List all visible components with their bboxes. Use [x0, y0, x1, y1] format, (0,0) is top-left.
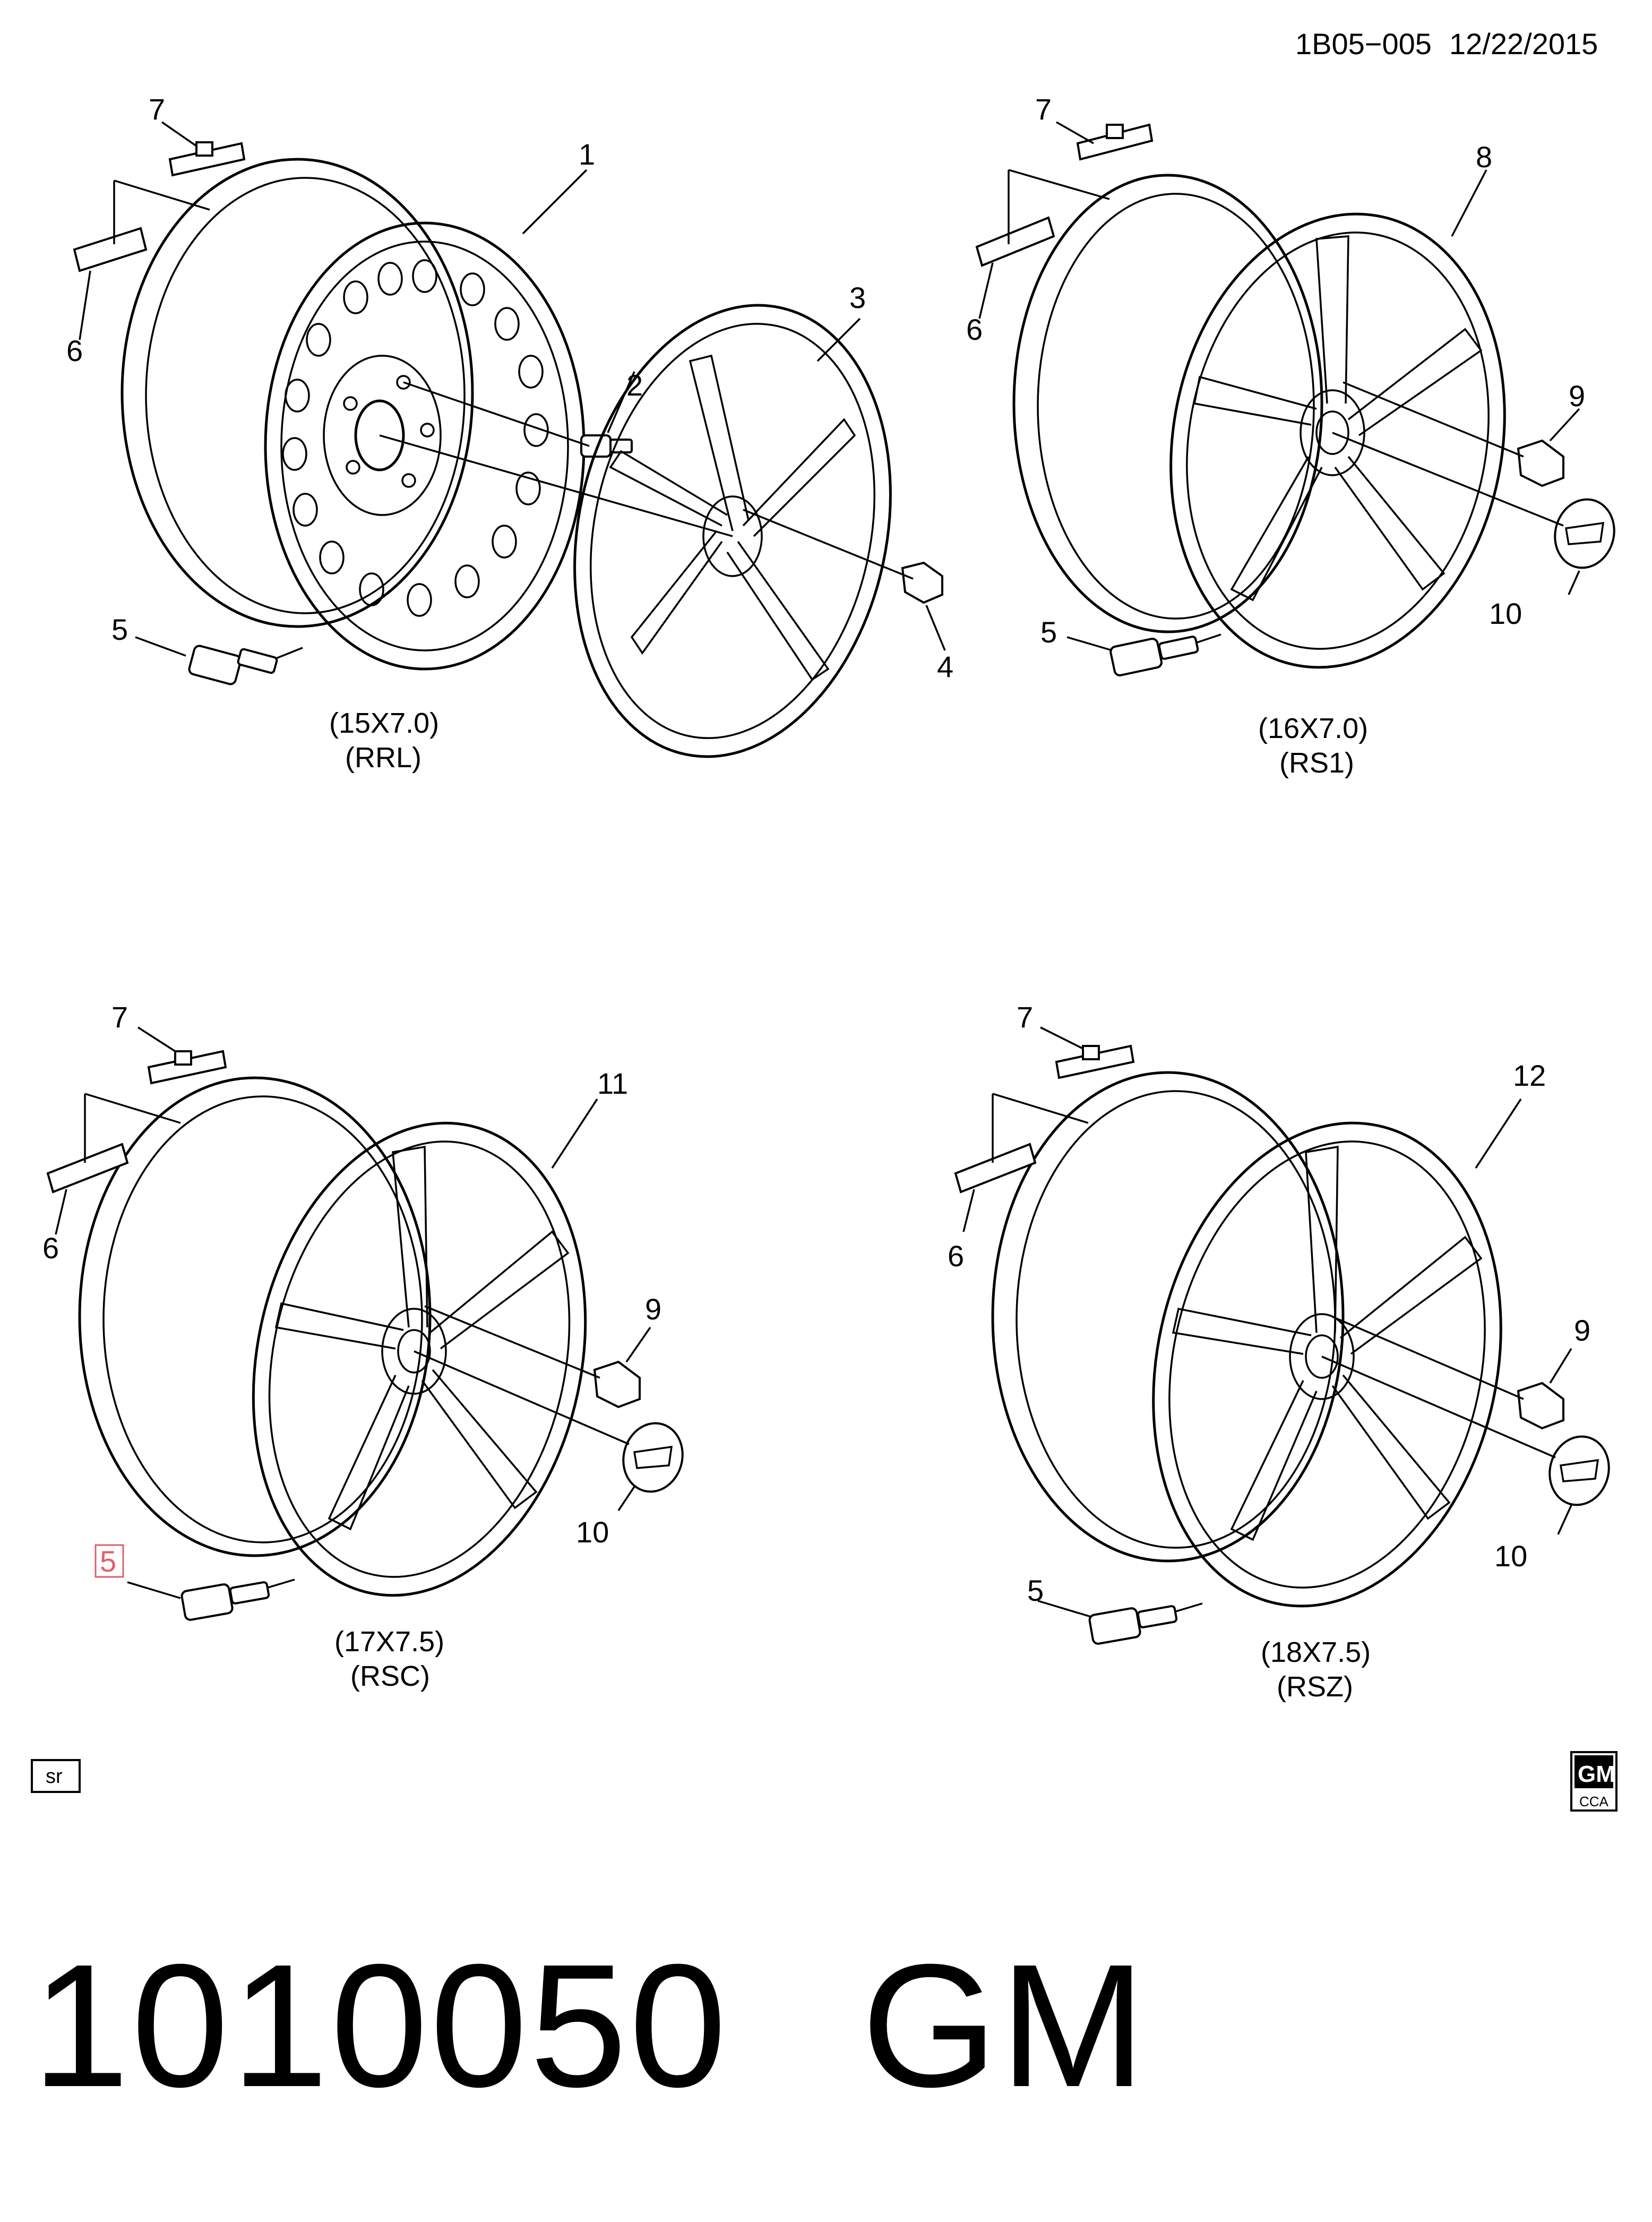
- wheel-weight-tape: [975, 216, 1055, 267]
- callout-nut: 9: [645, 1292, 661, 1326]
- callout-weight-clip: 7: [149, 92, 165, 126]
- callout-sensor: 5: [111, 613, 128, 646]
- wheel-rpo-code: (RRL): [345, 742, 421, 774]
- panel-top-left: 7 1 3 2 6 5 4 (15X7.0) (RRL): [66, 92, 953, 774]
- wheel-weight-clip: [1055, 1044, 1135, 1079]
- tpms-sensor: [1109, 636, 1199, 676]
- wheel-back-rim: [991, 1071, 1345, 1563]
- wheel-rpo-code: (RSZ): [1277, 1671, 1353, 1703]
- callout-nut: 4: [937, 650, 953, 683]
- highlight-box: [94, 1544, 124, 1578]
- wheel-rpo-code: (RSC): [350, 1660, 430, 1692]
- callout-sensor: 5: [1040, 615, 1057, 649]
- callout-stud: 2: [626, 368, 643, 402]
- wheel-size-label: (18X7.5): [1261, 1636, 1371, 1668]
- wheel-spokes: [274, 1145, 570, 1531]
- svg-text:GM: GM: [1578, 1761, 1615, 1787]
- wheel-size-label: (15X7.0): [329, 707, 439, 739]
- sr-badge: sr: [31, 1759, 81, 1793]
- brand-name: GM: [861, 1927, 1148, 2123]
- lug-nut: [593, 1360, 641, 1409]
- tpms-sensor: [1088, 1605, 1178, 1645]
- callout-cap: 10: [1489, 597, 1522, 630]
- wheel-weight-tape: [46, 1143, 129, 1194]
- wheel-weight-tape: [73, 227, 148, 272]
- callout-cover: 3: [849, 281, 866, 314]
- wheel-weight-clip: [147, 1050, 227, 1085]
- callout-nut: 9: [1574, 1314, 1590, 1347]
- callout-weight-clip: 7: [1017, 1000, 1033, 1034]
- callout-wheel: 11: [597, 1067, 628, 1100]
- callout-weight-tape: 6: [966, 313, 983, 346]
- panel-bottom-right: 7 12 6 9 10 5 (18X7.5) (RSZ): [948, 1000, 1610, 1703]
- wheel-back-rim: [1012, 174, 1323, 633]
- callout-weight-clip: 7: [1035, 92, 1052, 126]
- part-number: 1010050: [32, 1927, 729, 2123]
- gm-cca-logo: GM CCA: [1570, 1751, 1617, 1812]
- callout-weight-tape: 6: [948, 1239, 964, 1273]
- wheel-back-rim: [78, 1076, 432, 1557]
- wheel-size-label: (17X7.5): [334, 1626, 444, 1658]
- callout-wheel: 1: [579, 138, 595, 171]
- wheel-size-label: (16X7.0): [1258, 713, 1368, 744]
- svg-text:sr: sr: [46, 1765, 63, 1788]
- wheel-rpo-code: (RS1): [1279, 747, 1354, 779]
- alloy-wheel-face: [252, 1121, 587, 1597]
- wheel-spokes: [1193, 235, 1483, 602]
- callout-weight-clip: 7: [111, 1000, 128, 1034]
- diagram-date: 12/22/2015: [1449, 27, 1598, 61]
- tpms-sensor: [188, 645, 278, 685]
- callout-sensor-highlighted: 5: [100, 1545, 116, 1578]
- callout-sensor: 5: [1027, 1574, 1044, 1607]
- diagram-code: 1B05−005: [1295, 27, 1432, 61]
- wheel-cover: [573, 304, 892, 758]
- wheel-spokes: [1172, 1145, 1483, 1541]
- alloy-wheel-face: [1169, 212, 1506, 669]
- callout-wheel: 8: [1476, 140, 1492, 174]
- panel-bottom-left: 7 11 6 9 10 5 (17X7.5) (RSC): [42, 1000, 684, 1692]
- alloy-wheel-face: [1152, 1121, 1502, 1608]
- wheel-weight-clip: [1076, 123, 1154, 161]
- callout-cap: 10: [1494, 1539, 1527, 1573]
- panel-top-right: 7 8 6 9 10 5 (16X7.0) (RS1): [966, 92, 1615, 779]
- svg-text:CCA: CCA: [1579, 1794, 1609, 1809]
- center-cap: [622, 1422, 684, 1493]
- center-cap: [1554, 498, 1615, 569]
- lug-nut: [1517, 439, 1564, 487]
- wheel-vent-holes: [282, 259, 549, 617]
- tpms-sensor: [180, 1581, 270, 1621]
- callout-nut: 9: [1569, 379, 1585, 413]
- callout-weight-tape: 6: [66, 334, 83, 367]
- callout-cap: 10: [576, 1515, 609, 1549]
- wheel-weight-clip: [168, 142, 246, 177]
- lug-nut: [1517, 1382, 1564, 1430]
- center-cap: [1548, 1435, 1610, 1506]
- wheel-back-rim: [121, 158, 474, 628]
- lug-nut: [901, 561, 943, 604]
- wheel-hub: [323, 355, 442, 516]
- callout-weight-tape: 6: [42, 1231, 59, 1265]
- wheel-weight-tape: [954, 1143, 1037, 1194]
- callout-wheel: 12: [1513, 1059, 1546, 1092]
